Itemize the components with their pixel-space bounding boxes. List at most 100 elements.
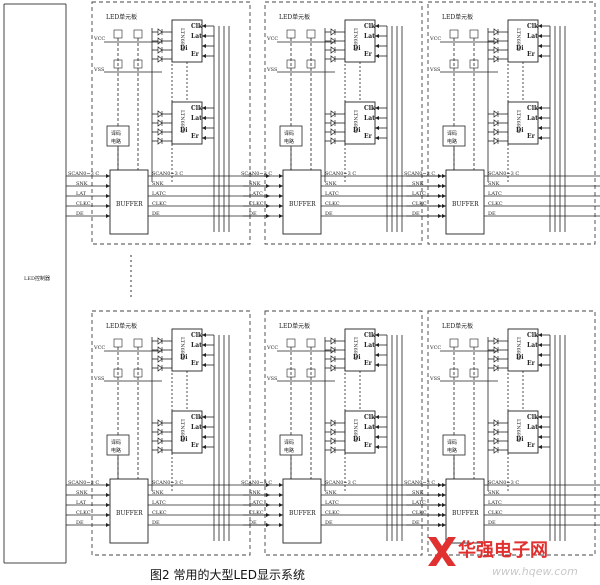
output-signal-label: DE — [488, 520, 496, 526]
driver-chip-body — [171, 101, 203, 145]
diode-icon — [493, 419, 499, 427]
watermark-logo: 华强电子网 www.hqew.com — [428, 537, 578, 578]
arrow-icon — [279, 493, 283, 497]
arrow-icon — [442, 513, 446, 517]
vcc-label: VCC — [266, 36, 278, 42]
diode-triangle — [157, 110, 163, 118]
arrow-icon — [106, 493, 110, 497]
buffer-box — [445, 169, 485, 235]
arrow-icon — [279, 194, 283, 198]
diode-icon — [330, 110, 336, 118]
arrow-icon — [279, 214, 283, 218]
arrow-icon — [202, 415, 206, 419]
output-signal-label: SCAN0~3 C — [152, 480, 183, 486]
output-signal-label: SCAN0~3 C — [325, 171, 356, 177]
transistor-icon — [133, 338, 143, 348]
output-signal-label: SNK — [488, 490, 500, 496]
diode-triangle — [157, 428, 163, 436]
unit-boards-layer: LED单元板VCCVSSLTN6820ClkLatDiErLTN6820ClkL… — [66, 1, 600, 556]
transistor-icon — [306, 338, 316, 348]
driver-chip-label: LTN6820 — [352, 419, 358, 442]
diode-triangle — [330, 446, 336, 454]
input-signal-label: LATC — [412, 191, 426, 197]
watermark-logo-text: 华强电子网 — [458, 539, 548, 561]
chip-pin-label: Clk — [364, 23, 376, 30]
transistor-icon — [469, 338, 479, 348]
diode-icon — [493, 110, 499, 118]
diode-triangle — [493, 55, 499, 63]
arrow-icon — [279, 204, 283, 208]
diode-icon — [493, 428, 499, 436]
diode-icon — [330, 446, 336, 454]
vss-label: VSS — [93, 376, 105, 382]
output-signal-label: SCAN0~3 C — [488, 171, 519, 177]
diode-icon — [493, 364, 499, 372]
unit-board-title: LED单元板 — [106, 13, 137, 21]
arrow-icon — [442, 214, 446, 218]
transistor-icon — [449, 29, 459, 39]
buffer-label: BUFFER — [116, 510, 143, 517]
buffer-box — [109, 169, 149, 235]
output-signal-label: CLKC — [488, 510, 503, 516]
transistor-icon — [286, 29, 296, 39]
diode-icon — [330, 437, 336, 445]
diode-triangle — [493, 137, 499, 145]
arrow-icon — [375, 116, 379, 120]
chip-pin-label: Clk — [364, 414, 376, 421]
unit-board-frame — [427, 310, 596, 556]
transistor-icon — [469, 29, 479, 39]
decoder-label-2: 电路 — [284, 138, 294, 145]
diode-icon — [330, 337, 336, 345]
chip-pin-label: Clk — [527, 23, 539, 30]
arrow-icon — [375, 415, 379, 419]
diode-triangle — [330, 28, 336, 36]
unit-board-frame — [264, 310, 423, 556]
arrow-icon — [375, 106, 379, 110]
diode-icon — [330, 119, 336, 127]
diode-triangle — [330, 346, 336, 354]
output-signal-label: SCAN0~3 C — [152, 171, 183, 177]
unit-board-frame — [264, 1, 423, 245]
chip-pin-label: Clk — [191, 332, 203, 339]
input-signal-label: CLKC — [249, 201, 264, 207]
diode-triangle — [157, 137, 163, 145]
unit-board: LED单元板VCCVSSLTN6820ClkLatDiErLTN6820ClkL… — [241, 310, 442, 556]
chip-pin-label: Di — [353, 127, 361, 134]
diode-icon — [157, 337, 163, 345]
chip-pin-label: Di — [516, 354, 524, 361]
input-signal-label: DE — [249, 520, 257, 526]
output-signal-label: LATC — [488, 191, 502, 197]
chip-pin-label: Di — [180, 127, 188, 134]
diode-icon — [157, 137, 163, 145]
output-signal-label: SCAN0~3 C — [488, 480, 519, 486]
arrow-icon — [202, 106, 206, 110]
diode-triangle — [493, 428, 499, 436]
diode-triangle — [330, 37, 336, 45]
arrow-icon — [442, 493, 446, 497]
diode-triangle — [493, 28, 499, 36]
output-signal-label: DE — [152, 520, 160, 526]
arrow-icon — [538, 333, 542, 337]
transistor-icon — [113, 29, 123, 39]
diode-icon — [157, 364, 163, 372]
buffer-box — [109, 478, 149, 544]
output-signal-label: CLKC — [152, 510, 167, 516]
diode-icon — [493, 337, 499, 345]
chip-pin-label: Di — [180, 45, 188, 52]
diode-icon — [493, 119, 499, 127]
unit-board: LED单元板VCCVSSLTN6820ClkLatDiErLTN6820ClkL… — [404, 310, 600, 556]
decoder-label-1: 译码 — [447, 130, 457, 137]
output-signal-label: CLKC — [488, 201, 503, 207]
chip-pin-label: Di — [353, 436, 361, 443]
arrow-icon — [202, 363, 206, 367]
diode-triangle — [157, 55, 163, 63]
chip-pin-label: Clk — [364, 105, 376, 112]
unit-board-title: LED单元板 — [279, 13, 310, 21]
diode-triangle — [330, 110, 336, 118]
arrow-icon — [202, 445, 206, 449]
